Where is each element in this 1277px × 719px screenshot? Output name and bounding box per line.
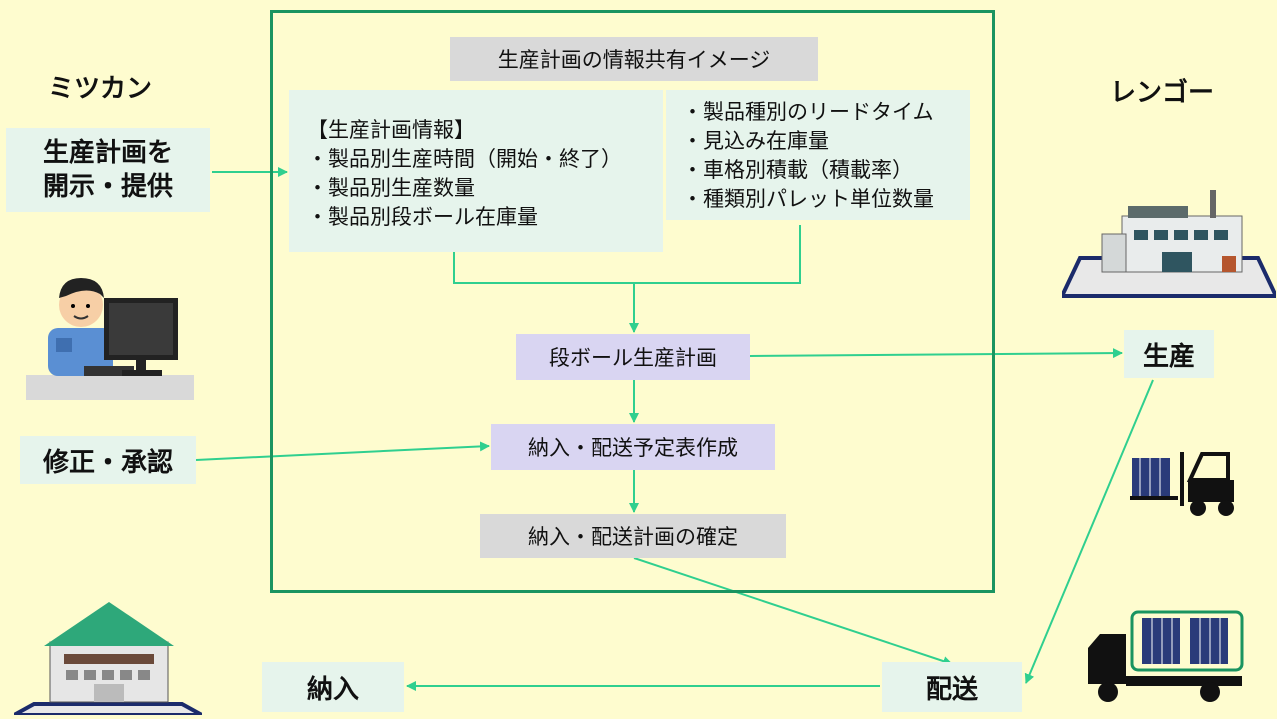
production-plan-info-box: 【生産計画情報】 ・製品別生産時間（開始・終了） ・製品別生産数量 ・製品別段ボ… (289, 90, 663, 252)
office-worker-illustration (26, 260, 194, 400)
info-item: ・製品別生産数量 (307, 176, 475, 200)
delivery-schedule-box: 納入・配送予定表作成 (491, 424, 775, 470)
info-item: ・見込み在庫量 (682, 129, 829, 153)
receive-box: 納入 (262, 662, 404, 712)
factory-illustration (1058, 186, 1277, 300)
panel-title: 生産計画の情報共有イメージ (450, 37, 818, 81)
info-item: ・製品種別のリードタイム (682, 100, 934, 124)
delivery-box: 配送 (882, 662, 1022, 712)
info-item: ・種類別パレット単位数量 (682, 187, 934, 211)
disclose-plan-box: 生産計画を 開示・提供 (6, 128, 210, 212)
revise-approve-box: 修正・承認 (20, 436, 196, 484)
cardboard-production-plan-box: 段ボール生産計画 (516, 334, 750, 380)
info-sharing-frame (270, 10, 995, 593)
forklift-icon (1130, 450, 1238, 520)
delivery-truck-icon (1086, 608, 1246, 708)
mizkan-label: ミツカン (48, 74, 153, 104)
disclose-plan-line2: 開示・提供 (42, 172, 173, 202)
rengo-label: レンゴー (1110, 78, 1215, 108)
disclose-plan-line1: 生産計画を (42, 138, 173, 168)
info-item: ・車格別積載（積載率） (682, 158, 913, 182)
info-heading: 【生産計画情報】 (307, 118, 475, 142)
info-item: ・製品別生産時間（開始・終了） (307, 147, 622, 171)
delivery-plan-confirm-box: 納入・配送計画の確定 (480, 514, 786, 558)
info-item: ・製品別段ボール在庫量 (307, 205, 538, 229)
logistics-info-box: ・製品種別のリードタイム ・見込み在庫量 ・車格別積載（積載率） ・種類別パレッ… (666, 90, 970, 220)
production-box: 生産 (1124, 330, 1214, 378)
warehouse-illustration (13, 596, 203, 717)
